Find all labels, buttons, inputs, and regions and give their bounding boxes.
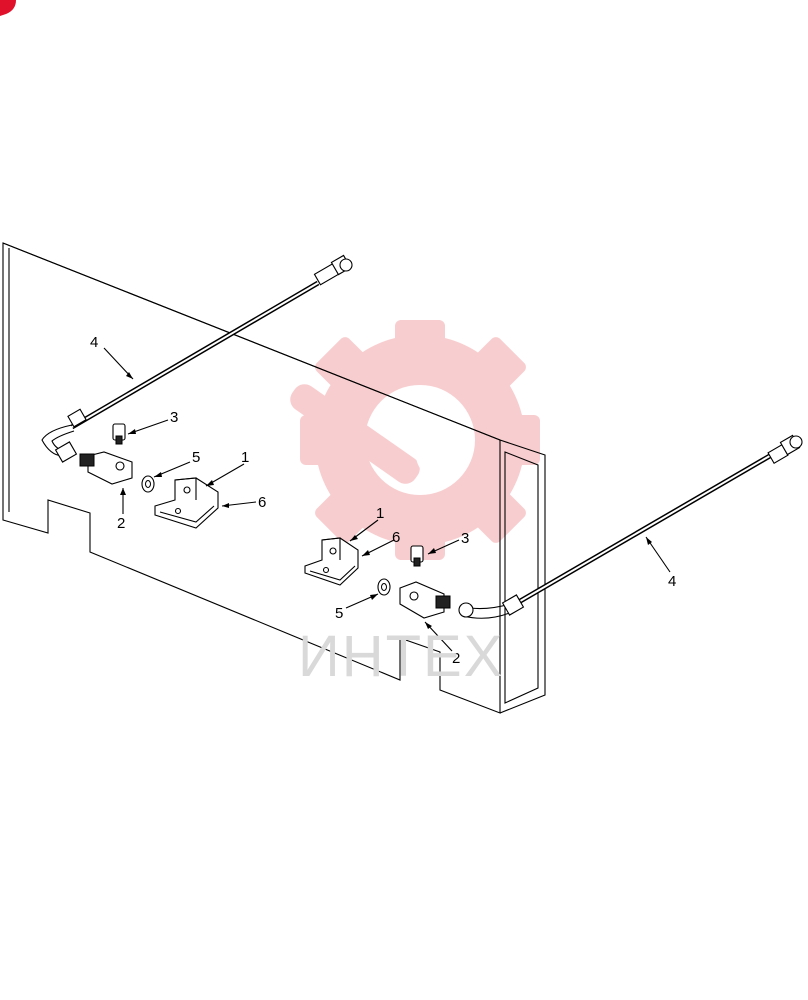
callout-left-hose: 4 — [90, 334, 98, 351]
callout-left-connector: 3 — [170, 409, 178, 426]
callout-right-washer: 5 — [335, 605, 343, 622]
callout-left-fitting: 2 — [117, 515, 125, 532]
callout-left-washer: 5 — [192, 449, 200, 466]
callout-left-bracket: 1 — [241, 449, 249, 466]
callout-right-fitting: 2 — [452, 650, 460, 667]
mounting-panel — [2, 242, 546, 714]
gear-wrench-logo-icon — [290, 320, 540, 560]
callout-left-bolt: 6 — [258, 494, 266, 511]
watermark-text: ИНТЕХ — [298, 624, 504, 689]
right-hose-assembly — [304, 434, 803, 619]
callout-right-connector: 3 — [461, 530, 469, 547]
left-hose-assembly — [41, 254, 353, 529]
leader-lines — [103, 347, 671, 652]
brand-badge-icon — [0, 0, 16, 16]
callout-right-hose: 4 — [668, 573, 676, 590]
callout-right-bolt: 6 — [392, 529, 400, 546]
callout-right-bracket: 1 — [376, 505, 384, 522]
